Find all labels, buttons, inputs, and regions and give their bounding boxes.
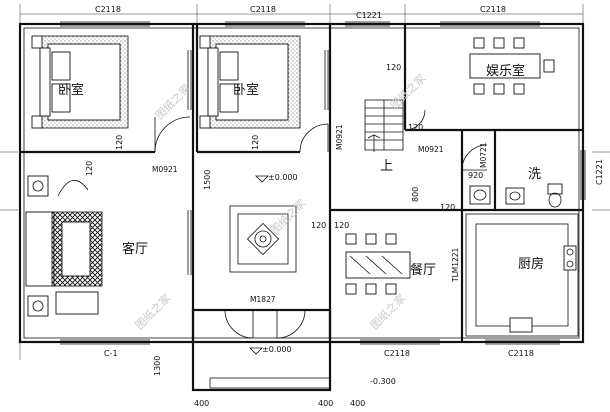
level-hall: ±0.000 xyxy=(268,173,298,182)
dim-400-a: 400 xyxy=(194,399,209,408)
door-swings xyxy=(154,109,488,339)
level-outside: -0.300 xyxy=(370,377,396,386)
dim-400-b: 400 xyxy=(318,399,333,408)
bath-fixtures xyxy=(469,183,563,208)
window-label-bottom-left: C-1 xyxy=(104,349,118,358)
door-label-bath: M0721 xyxy=(479,142,488,168)
window-label-bottom-mid: C2118 xyxy=(384,349,410,358)
room-label-bedroom-mid: 卧室 xyxy=(233,82,259,98)
living-furniture xyxy=(25,175,103,317)
bed-mid xyxy=(199,35,301,129)
room-label-dining: 餐厅 xyxy=(410,262,436,278)
watermark-4: 图纸之家 xyxy=(132,291,173,332)
room-label-kitchen: 厨房 xyxy=(518,256,544,272)
dim-120-e: 120 xyxy=(311,221,326,230)
window-label-top-3: C1221 xyxy=(356,11,382,20)
level-marker-hall xyxy=(255,175,269,183)
door-label-bed-left: M0921 xyxy=(152,165,178,174)
kitchen-counter xyxy=(465,213,579,337)
window-label-top-2: C2118 xyxy=(250,5,276,14)
dim-1500: 1500 xyxy=(203,170,212,190)
dim-120-f: 120 xyxy=(334,221,349,230)
level-porch: ±0.000 xyxy=(262,345,292,354)
room-label-entertainment: 娱乐室 xyxy=(486,63,525,79)
bed-left xyxy=(31,35,129,129)
dim-120-c: 120 xyxy=(251,135,260,150)
stair-up-label: 上 xyxy=(380,159,393,174)
hall-floor-pattern xyxy=(229,205,297,273)
room-label-bedroom-left: 卧室 xyxy=(58,82,84,98)
window-marks xyxy=(60,21,586,345)
staircase xyxy=(364,99,404,152)
dim-800: 800 xyxy=(411,187,420,202)
dim-120-b: 120 xyxy=(85,161,94,176)
watermark-1: 图纸之家 xyxy=(152,81,193,122)
room-label-bath: 洗 xyxy=(528,167,541,182)
watermark-5: 图纸之家 xyxy=(367,291,408,332)
walls xyxy=(18,22,585,392)
watermark-3: 图纸之家 xyxy=(387,71,428,112)
dim-120-h: 120 xyxy=(408,123,423,132)
window-label-top-4: C2118 xyxy=(480,5,506,14)
entertainment-table xyxy=(469,37,555,95)
dim-120-a: 120 xyxy=(115,135,124,150)
dim-400-c: 400 xyxy=(350,399,365,408)
window-label-top-1: C2118 xyxy=(95,5,121,14)
dining-set xyxy=(345,233,411,295)
door-label-kitchen: TLM1221 xyxy=(451,247,460,283)
door-label-stair: M0921 xyxy=(335,124,344,150)
level-marker-porch xyxy=(249,347,263,355)
door-label-main: M1827 xyxy=(250,295,276,304)
window-label-bottom-right: C2118 xyxy=(508,349,534,358)
dim-120-g: 120 xyxy=(440,203,455,212)
room-label-living: 客厅 xyxy=(122,241,148,257)
dim-120-d: 120 xyxy=(386,63,401,72)
dim-920: 920 xyxy=(468,171,483,180)
dim-1300: 1300 xyxy=(153,356,162,376)
window-label-right: C1221 xyxy=(595,159,604,185)
door-label-ent: M0921 xyxy=(418,145,444,154)
